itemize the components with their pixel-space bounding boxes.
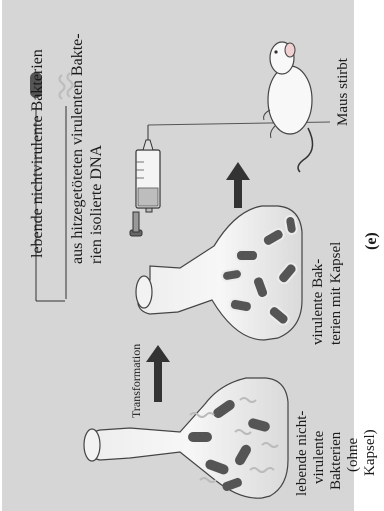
flask-2-label-line-2: terien mit Kapsel [328,242,344,345]
flask-1-label-line-3: Bakterien [328,431,344,490]
legend-line-3: rien isolierte DNA [88,144,105,264]
transformation-label: Transformation [129,344,143,418]
legend-line-1: lebende nichtvirulente Bakterien [29,49,46,258]
flask-1-label-line-4: (ohne [345,438,361,472]
flask-1-label-line-5: Kapsel) [362,429,378,476]
legend-line-2: aus hitzegetöteten virulenten Bakte- [69,33,86,264]
flask-1-label-line-2: virulente [311,430,327,484]
flask-1-label-line-1: lebende nicht- [294,411,310,496]
flask-2-label-line-1: virulente Bak- [310,259,326,345]
mouse-dies-label: Maus stirbt [335,57,351,126]
panel-label: (e) [363,232,380,250]
